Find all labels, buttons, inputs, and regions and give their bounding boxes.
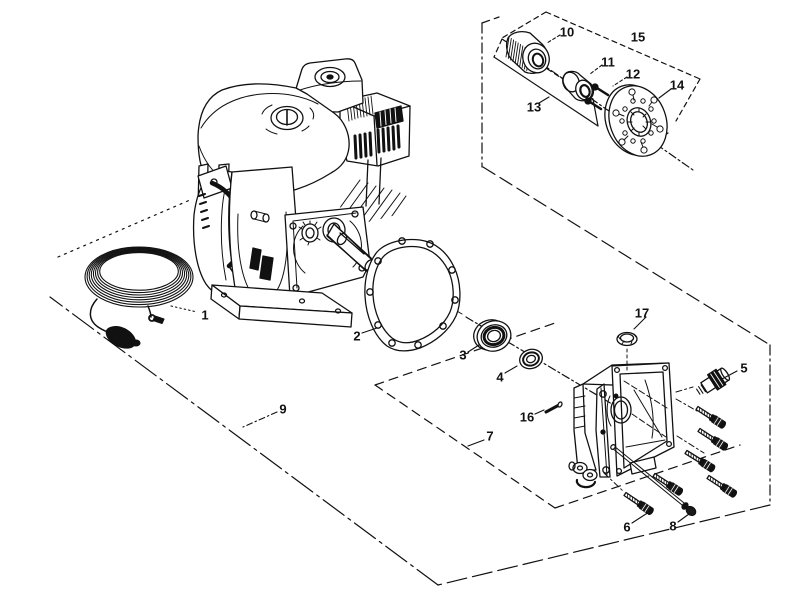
shaft-bore (610, 396, 632, 424)
adapter-disc-part (604, 84, 668, 157)
shaft-coupling-part (562, 70, 595, 102)
oil-seal (519, 348, 543, 370)
engine-crankcase (228, 166, 303, 316)
set-screws-part (584, 83, 610, 111)
callout-leader-lines (170, 34, 738, 524)
dowel-pin-part (544, 401, 563, 414)
engine-base (210, 284, 353, 328)
ball-bearing (473, 319, 512, 352)
cable-boot (105, 326, 136, 349)
gear-housing (568, 362, 705, 492)
filler-cap-part (616, 331, 638, 372)
drive-kit-cluster (505, 31, 668, 157)
engine-pto-shaft (284, 206, 374, 298)
engine-illustration (192, 58, 411, 328)
bolt-item-6 (622, 490, 655, 516)
engine-muffler (339, 92, 411, 167)
long-bolt-item-8 (610, 444, 697, 517)
gasket (364, 237, 461, 352)
oil-plug-part (696, 367, 731, 395)
wire-coil (84, 246, 194, 349)
engine-cooling-fins (333, 157, 407, 228)
gasket-bolt-holes (366, 237, 459, 349)
toothed-pulley-part (505, 31, 550, 74)
mounting-bolts (610, 404, 739, 517)
fuel-cap (261, 104, 315, 135)
housing-bosses (568, 461, 598, 489)
